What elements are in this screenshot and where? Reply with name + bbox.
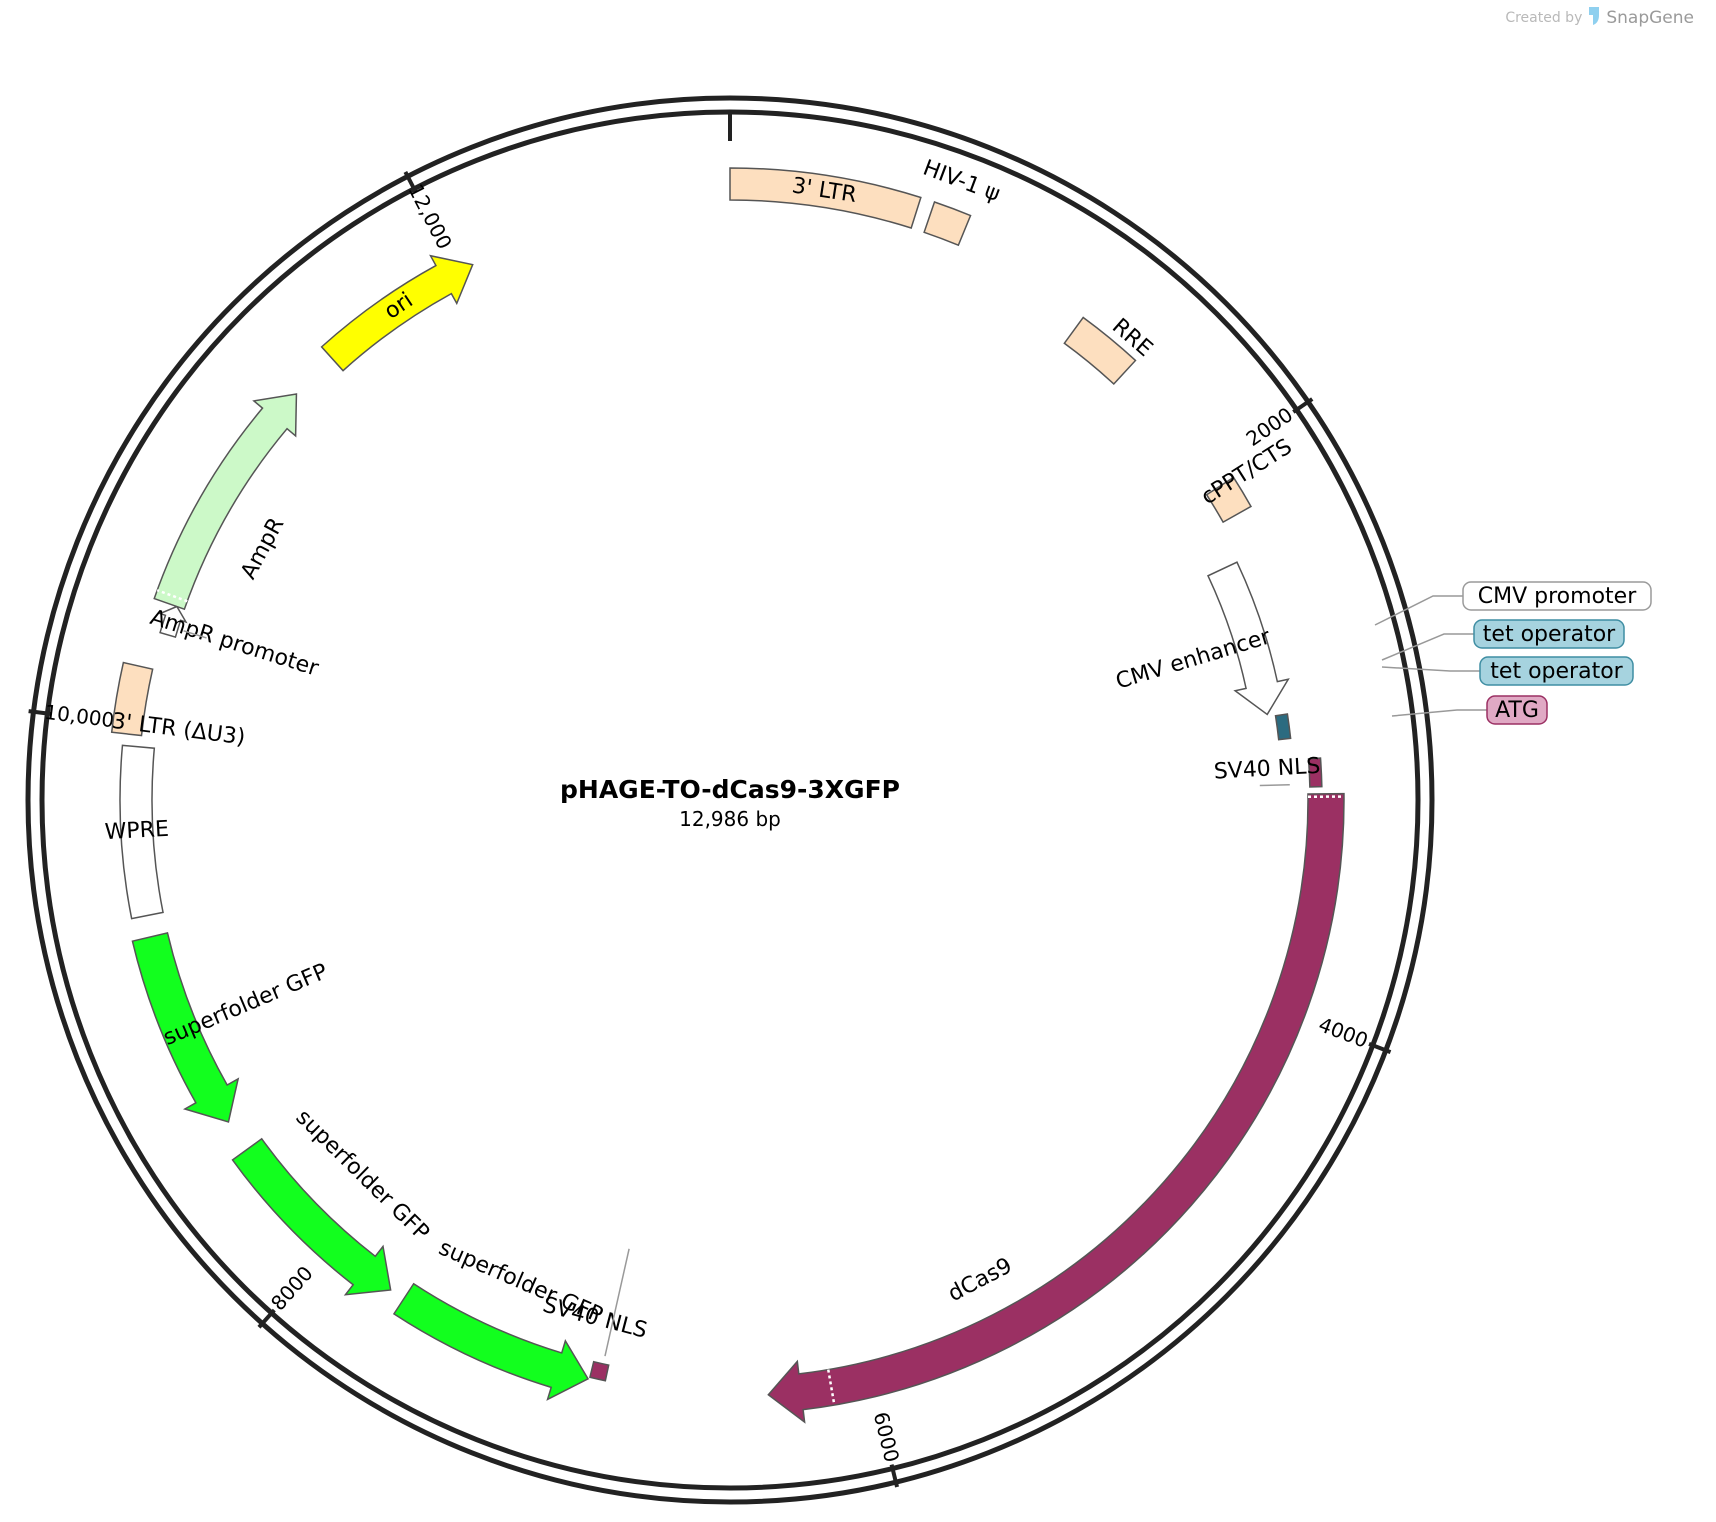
callout-leader xyxy=(1381,666,1480,672)
tick-label: 8000 xyxy=(266,1261,318,1315)
feature-dcas9 xyxy=(767,792,1345,1424)
backbone-inner-ring xyxy=(39,109,1421,1491)
credit-brand: SnapGene xyxy=(1606,8,1694,28)
callout-box xyxy=(1473,619,1625,649)
callout-leader xyxy=(1374,595,1463,626)
feature-tet xyxy=(1274,713,1292,741)
tick-label: 4000 xyxy=(1315,1012,1371,1053)
feature-ori xyxy=(320,254,474,372)
feature-nls2 xyxy=(589,1360,610,1382)
plasmid-name: pHAGE-TO-dCas9-3XGFP xyxy=(560,775,900,804)
feature-ampr xyxy=(153,393,298,611)
tick-mark xyxy=(1368,1042,1392,1054)
feature-label: AmpR promoter xyxy=(147,605,322,682)
feature-label: SV40 NLS xyxy=(1213,754,1321,785)
callout-label: tet operator xyxy=(1483,622,1616,647)
snapgene-credit: Created by SnapGene xyxy=(1505,6,1694,30)
tick-label: 6000 xyxy=(869,1410,904,1465)
callout-label: CMV promoter xyxy=(1478,584,1637,609)
snapgene-logo-icon xyxy=(1588,6,1600,30)
tick-mark xyxy=(257,1308,276,1329)
feature-wpre xyxy=(119,744,164,920)
callout-label: ATG xyxy=(1495,698,1539,723)
feature-cppt xyxy=(1205,476,1253,524)
leader-line xyxy=(1259,783,1290,787)
feature-ampprom xyxy=(157,605,188,639)
feature-ltr3 xyxy=(110,661,154,737)
junction-mark xyxy=(827,1369,836,1406)
feature-label: AmpR xyxy=(236,514,289,584)
callout-label: tet operator xyxy=(1490,659,1623,684)
feature-psi xyxy=(923,201,972,247)
tick-mark xyxy=(28,709,52,717)
credit-prefix: Created by xyxy=(1505,10,1583,26)
callout-leader xyxy=(1381,633,1474,661)
plasmid-size: 12,986 bp xyxy=(679,807,781,831)
feature-ltr5 xyxy=(729,167,922,229)
callout-leader xyxy=(1391,709,1487,717)
tick-mark xyxy=(403,171,418,194)
callout-box xyxy=(1462,581,1652,611)
tick-mark xyxy=(1292,397,1314,414)
tick-mark xyxy=(889,1464,899,1488)
feature-rre xyxy=(1063,316,1137,386)
feature-gfp3 xyxy=(131,931,240,1123)
feature-gfp2 xyxy=(231,1137,392,1296)
feature-cmvenh xyxy=(1207,561,1290,716)
feature-label: WPRE xyxy=(104,817,169,845)
callout-box xyxy=(1479,656,1634,686)
leader-lines xyxy=(156,589,1344,1406)
tick-label: 10,000 xyxy=(43,700,115,733)
leader-line xyxy=(183,630,207,639)
feature-label: 3' LTR (ΔU3) xyxy=(110,709,246,751)
leader-line xyxy=(604,1248,630,1357)
feature-gfp1 xyxy=(392,1282,590,1401)
callout-box xyxy=(1486,695,1548,725)
backbone-outer-ring xyxy=(25,95,1435,1505)
tick-label: 12,000 xyxy=(403,180,456,253)
feature-nls1 xyxy=(1307,757,1323,788)
junction-mark xyxy=(156,589,188,603)
feature-label: dCas9 xyxy=(944,1253,1016,1307)
